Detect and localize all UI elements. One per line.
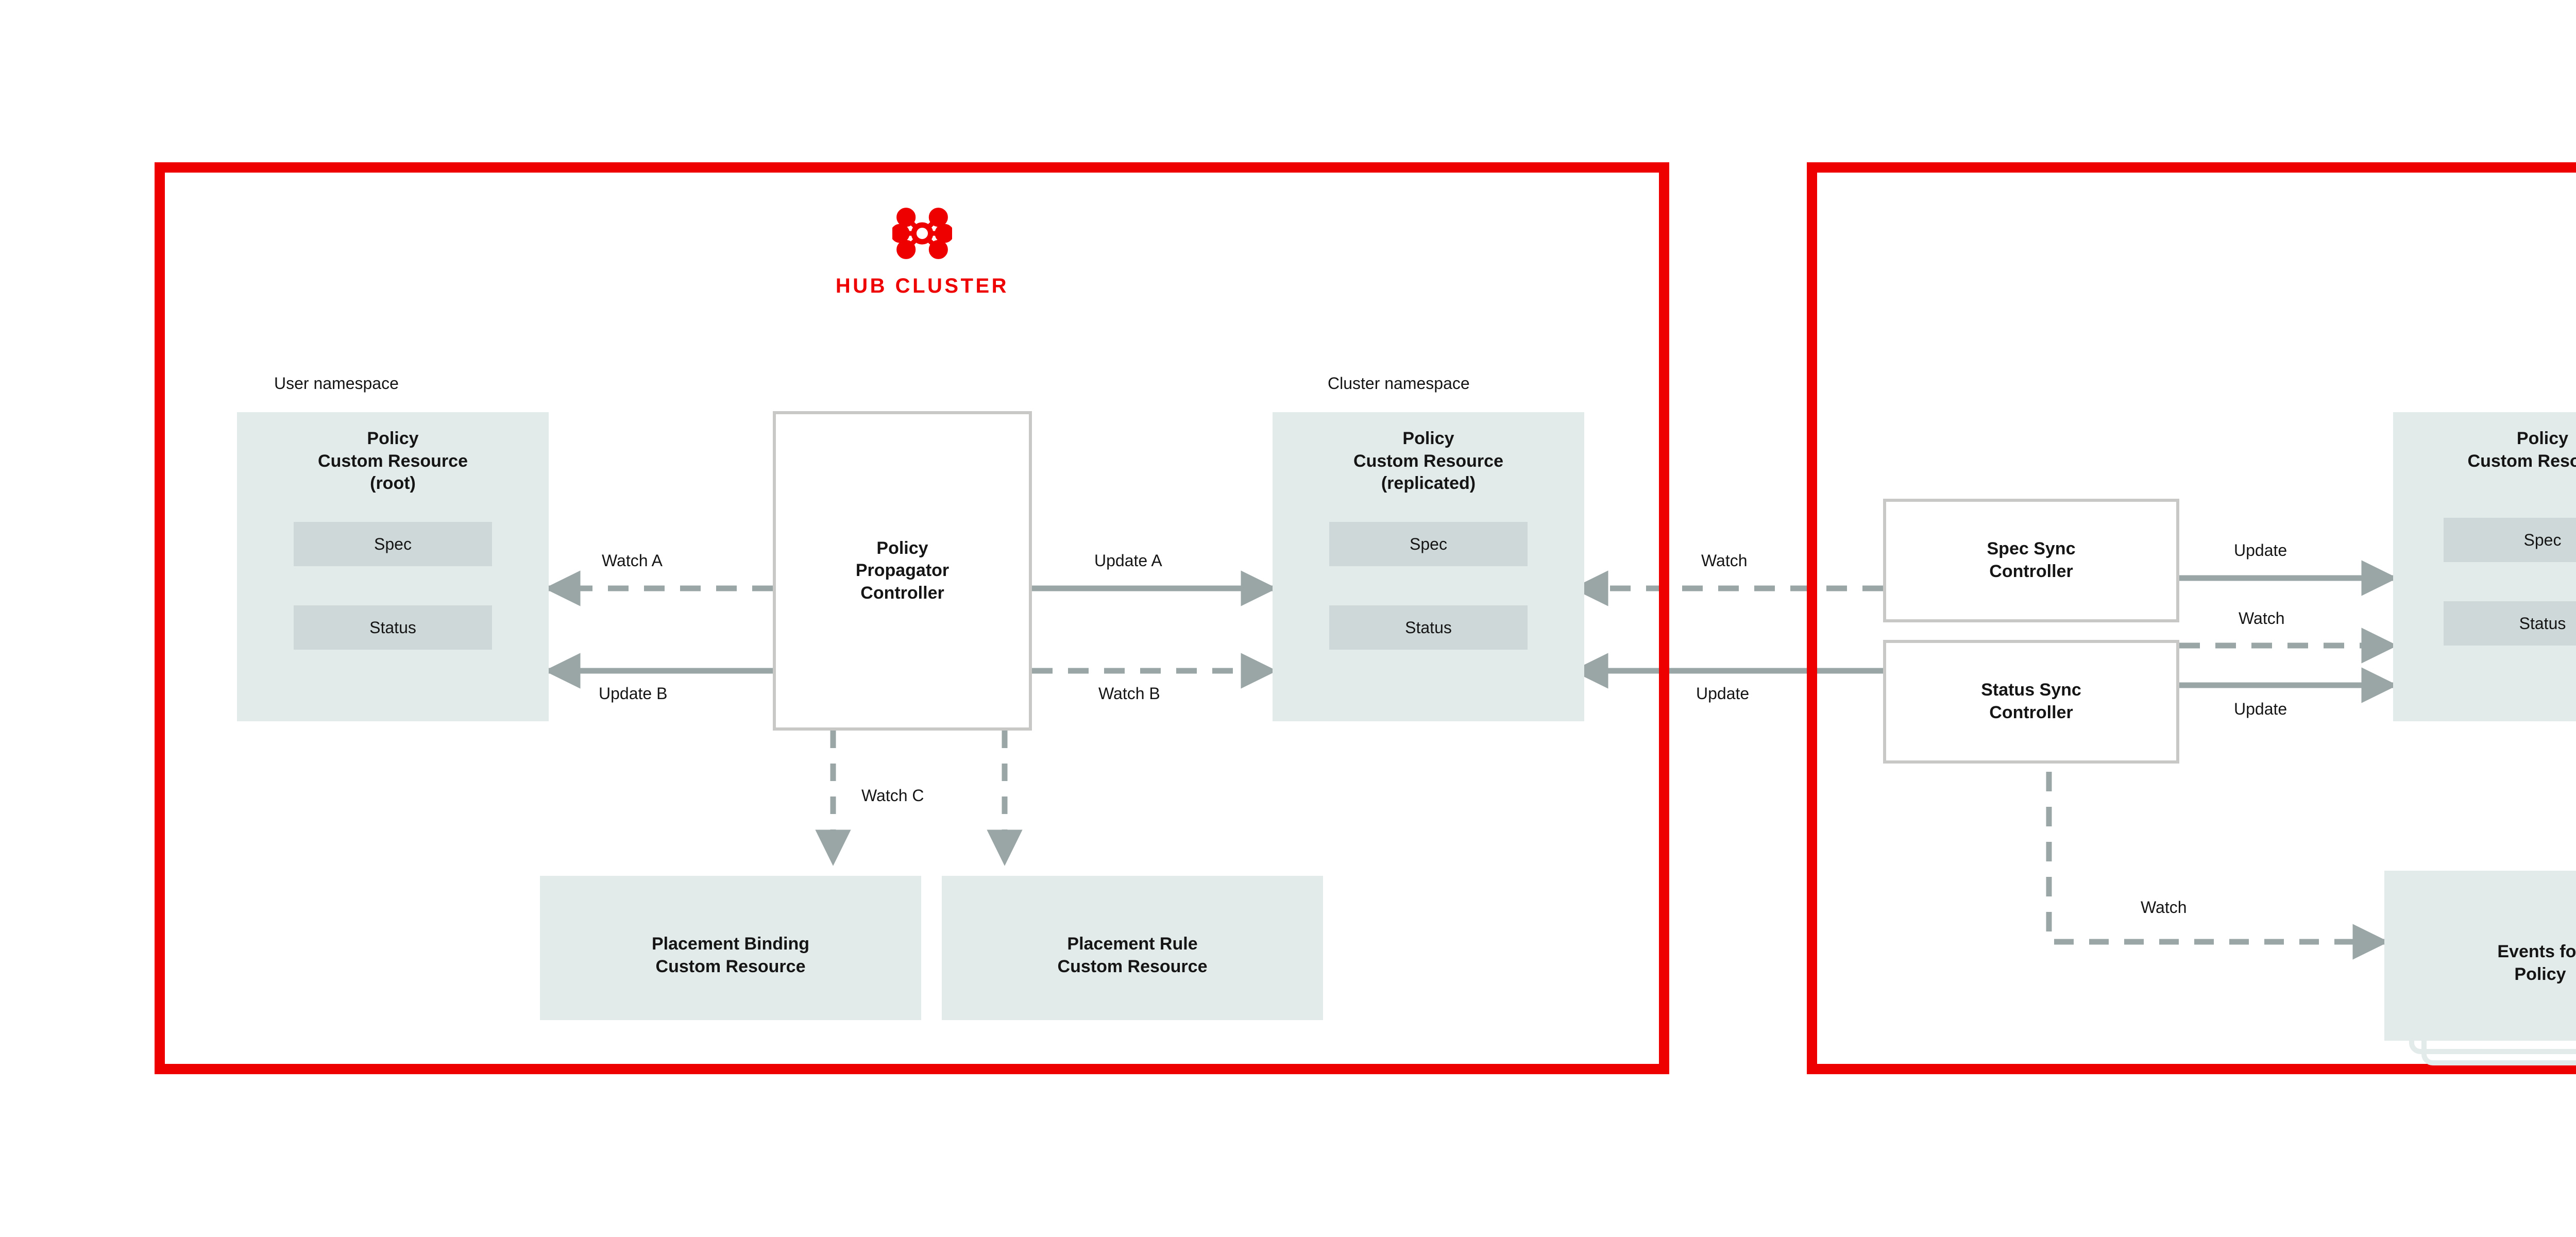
edge-label-events-watch: Watch xyxy=(2141,898,2187,917)
managed-policy-title: Policy Custom Resource xyxy=(2467,429,2576,471)
policy-replicated-chips: Spec Status xyxy=(1273,495,1584,650)
policy-root-chips: Spec Status xyxy=(237,495,549,650)
placement-binding-title: Placement Binding Custom Resource xyxy=(651,934,810,976)
hub-cluster-panel xyxy=(155,162,1669,1074)
events-for-policy[interactable]: Events for Policy xyxy=(2384,871,2576,1041)
chip-status[interactable]: Status xyxy=(2443,601,2576,646)
spec-sync-controller[interactable]: Spec Sync Controller xyxy=(1883,499,2179,622)
managed-policy-custom-resource[interactable]: Policy Custom Resource Spec Status xyxy=(2393,412,2576,721)
edge-label-watch-a: Watch A xyxy=(602,551,663,570)
chip-spec[interactable]: Spec xyxy=(2443,518,2576,563)
hub-cluster-header: HUB CLUSTER xyxy=(757,204,1087,296)
managed-cluster-panel xyxy=(1807,162,2576,1074)
status-sync-controller[interactable]: Status Sync Controller xyxy=(1883,640,2179,764)
edge-label-status-watch: Watch xyxy=(2239,609,2285,628)
policy-root-title: Policy Custom Resource (root) xyxy=(318,429,468,494)
chip-status[interactable]: Status xyxy=(1329,605,1528,650)
policy-custom-resource-replicated[interactable]: Policy Custom Resource (replicated) Spec… xyxy=(1273,412,1584,721)
hub-cluster-title: HUB CLUSTER xyxy=(835,275,1009,297)
placement-rule-title: Placement Rule Custom Resource xyxy=(1057,934,1208,976)
spec-sync-title: Spec Sync Controller xyxy=(1987,539,2076,581)
edge-label-update-b: Update B xyxy=(599,684,668,703)
propagator-title: Policy Propagator Controller xyxy=(855,538,950,603)
edge-label-spec-update: Update xyxy=(2234,541,2287,560)
policy-propagator-controller[interactable]: Policy Propagator Controller xyxy=(773,411,1032,731)
policy-custom-resource-root[interactable]: Policy Custom Resource (root) Spec Statu… xyxy=(237,412,549,721)
cluster-namespace-label: Cluster namespace xyxy=(1328,374,1470,393)
edge-label-cross-watch: Watch xyxy=(1701,551,1748,570)
user-namespace-label: User namespace xyxy=(274,374,399,393)
edge-label-watch-b: Watch B xyxy=(1098,684,1160,703)
hub-cluster-icon xyxy=(892,208,952,259)
events-title: Events for Policy xyxy=(2497,942,2576,984)
managed-policy-chips: Spec Status xyxy=(2393,472,2576,646)
edge-label-status-update: Update xyxy=(2234,700,2287,718)
edge-label-watch-c: Watch C xyxy=(861,786,924,805)
placement-binding-custom-resource[interactable]: Placement Binding Custom Resource xyxy=(540,876,921,1020)
status-sync-title: Status Sync Controller xyxy=(1981,680,2081,722)
chip-status[interactable]: Status xyxy=(294,605,492,650)
chip-spec[interactable]: Spec xyxy=(294,521,492,566)
edge-label-update-a: Update A xyxy=(1094,551,1162,570)
policy-replicated-title: Policy Custom Resource (replicated) xyxy=(1353,429,1503,494)
chip-spec[interactable]: Spec xyxy=(1329,521,1528,566)
placement-rule-custom-resource[interactable]: Placement Rule Custom Resource xyxy=(942,876,1323,1020)
edge-label-cross-update: Update xyxy=(1696,684,1750,703)
edge-events-watch xyxy=(2046,737,2389,960)
